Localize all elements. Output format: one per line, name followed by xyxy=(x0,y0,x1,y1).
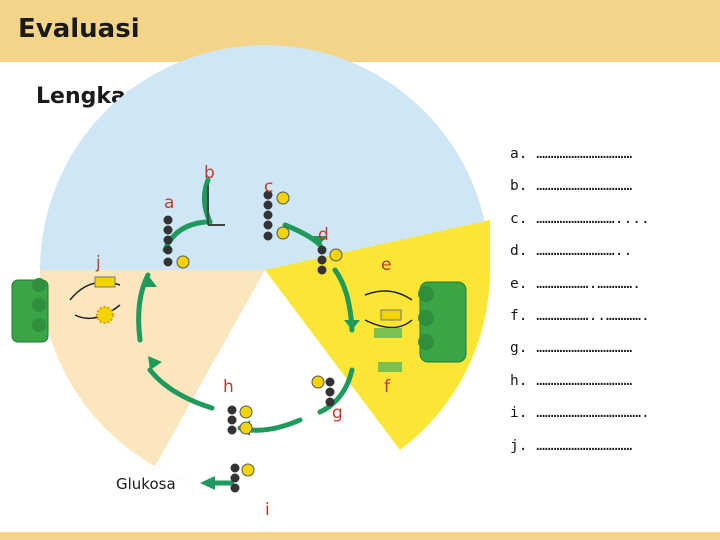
answer-line-b: b. …………………………… xyxy=(510,178,633,195)
page-title: Evaluasi xyxy=(18,14,140,44)
light-blue-sector xyxy=(40,45,490,270)
answer-line-h: h. …………………………… xyxy=(510,372,633,389)
adp-rect-right xyxy=(374,328,402,338)
molecule-chain-a xyxy=(163,215,190,269)
left-chloroplast-icon xyxy=(11,278,49,343)
answer-line-d: d. ……………………….. xyxy=(510,243,633,260)
label-i: i xyxy=(265,500,270,520)
label-c: c xyxy=(264,177,273,197)
answer-line-j: j. …………………………… xyxy=(510,437,633,454)
answer-line-e: e. ……………….…………. xyxy=(510,275,641,292)
header-bar xyxy=(0,0,720,62)
molecule-chain-c xyxy=(263,190,290,241)
label-e: e xyxy=(381,255,391,275)
footer-bar xyxy=(0,532,720,540)
label-h: h xyxy=(223,377,234,397)
answer-line-a: a. …………………………… xyxy=(510,146,633,162)
nadph-star-left xyxy=(96,306,114,324)
molecule-chain-i xyxy=(230,463,255,493)
label-g: g xyxy=(332,403,343,423)
label-a: a xyxy=(164,193,174,213)
molecule-chain-e xyxy=(317,245,343,275)
label-b: b xyxy=(204,163,215,183)
answer-line-g: g. …………………………… xyxy=(510,340,633,357)
answer-list: a. …………………………… b. …………………………… c. …………………… xyxy=(510,146,715,470)
answer-line-c: c. ……………………….... xyxy=(510,210,650,227)
label-j: j xyxy=(95,253,101,273)
atp-rect-left xyxy=(94,276,116,288)
glucose-label: Glukosa xyxy=(116,475,176,493)
molecule-chain-f xyxy=(311,375,335,407)
answer-line-f: f. ………………..…………. xyxy=(510,307,650,324)
molecule-chain-h xyxy=(227,405,253,435)
label-d: d xyxy=(318,225,329,245)
right-chloroplast-icon xyxy=(418,281,467,363)
answer-line-i: i. ………………………………. xyxy=(510,405,650,422)
nadp-rect-right xyxy=(378,362,402,372)
label-f: f xyxy=(384,377,391,397)
atp-rect-right xyxy=(380,309,402,321)
